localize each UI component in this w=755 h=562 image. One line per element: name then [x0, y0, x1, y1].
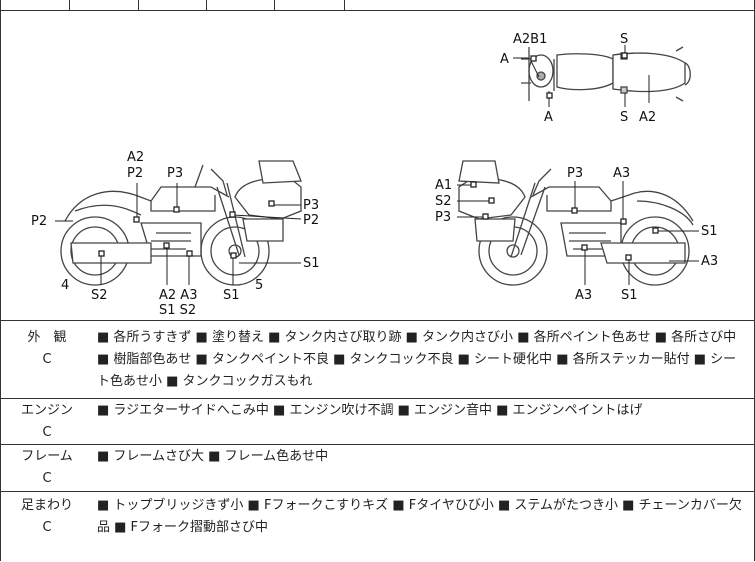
- desc-engine: ■ ラジエターサイドへこみ中 ■ エンジン吹け不調 ■ エンジン音中 ■ エンジ…: [97, 403, 643, 418]
- label-left-a2a3: A2 A3: [159, 288, 197, 303]
- label-left-p3: P3: [167, 166, 183, 181]
- row-exterior: 外 観 C ■ 各所うすきず ■ 塗り替え ■ タンク内さび取り跡 ■ タンク内…: [1, 320, 754, 399]
- desc-exterior: ■ 各所うすきず ■ 塗り替え ■ タンク内さび取り跡 ■ タンク内さび小 ■ …: [97, 330, 737, 389]
- category-engine: エンジン C: [1, 400, 93, 444]
- left-side-bike: [60, 160, 302, 286]
- label-top-a2b1: A2B1: [513, 32, 547, 47]
- grade-frame: C: [42, 471, 52, 486]
- label-right-p3: P3: [567, 166, 583, 181]
- label-right-p3-left: P3: [435, 210, 451, 225]
- label-top-a-left: A: [500, 52, 509, 67]
- label-right-a1: A1: [435, 178, 452, 193]
- label-left-s1s2: S1 S2: [159, 303, 196, 318]
- desc-suspension: ■ トップブリッジきず小 ■ Fフォークこすりキズ ■ Fタイヤひび小 ■ ステ…: [97, 498, 742, 535]
- label-left-s2: S2: [91, 288, 108, 303]
- label-top-a2: A2: [639, 110, 656, 125]
- category-exterior: 外 観 C: [1, 327, 93, 371]
- label-right-s1-bottom: S1: [621, 288, 638, 303]
- label-left-s1: S1: [223, 288, 240, 303]
- grade-engine: C: [42, 425, 52, 440]
- label-top-a-bottom: A: [544, 110, 553, 125]
- category-suspension: 足まわり C: [1, 495, 93, 539]
- label-left-p2-top: P2: [127, 166, 143, 181]
- row-suspension: 足まわり C ■ トップブリッジきず小 ■ Fフォークこすりキズ ■ Fタイヤひ…: [1, 491, 754, 562]
- grade-suspension: C: [42, 520, 52, 535]
- label-left-s1-right: S1: [303, 256, 320, 271]
- label-left-5: 5: [255, 278, 263, 293]
- row-engine: エンジン C ■ ラジエターサイドへこみ中 ■ エンジン吹け不調 ■ エンジン音…: [1, 398, 754, 445]
- label-left-p2-left: P2: [31, 214, 47, 229]
- label-right-s2: S2: [435, 194, 452, 209]
- label-right-a3-bottom: A3: [575, 288, 592, 303]
- top-view-bike: [521, 46, 691, 102]
- grade-exterior: C: [42, 352, 52, 367]
- row-frame: フレーム C ■ フレームさび大 ■ フレーム色あせ中: [1, 444, 754, 492]
- label-right-s1: S1: [701, 224, 718, 239]
- label-top-s-bottom: S: [620, 110, 628, 125]
- label-left-a2: A2: [127, 150, 144, 165]
- label-left-4: 4: [61, 278, 69, 293]
- header-table-strip: [1, 0, 754, 11]
- desc-frame: ■ フレームさび大 ■ フレーム色あせ中: [97, 449, 329, 464]
- motorcycle-diagram: A2B1 S A A S A2 A2 P2 P3 P3 P2 P2 S1 4 S…: [1, 11, 754, 319]
- label-top-s: S: [620, 32, 628, 47]
- label-left-p3-right: P3: [303, 198, 319, 213]
- category-frame: フレーム C: [1, 446, 93, 490]
- label-right-a3: A3: [701, 254, 718, 269]
- label-left-p2-right: P2: [303, 213, 319, 228]
- label-right-a3-top: A3: [613, 166, 630, 181]
